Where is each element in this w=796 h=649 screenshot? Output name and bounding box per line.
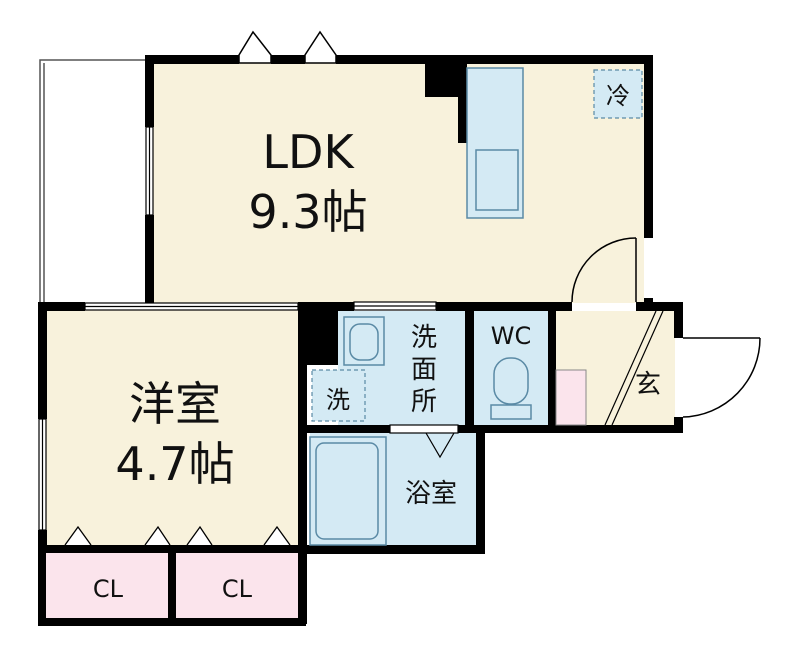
bathtub [309,436,387,546]
wc-floor [474,311,548,425]
bath-name: 浴室 [405,479,457,509]
entrance-door [682,337,761,418]
washer-space: 洗 [311,369,366,422]
western-room-name: 洋室 [129,377,221,431]
wc-name: WC [491,322,532,350]
bath-floor [310,433,476,545]
balcony-doors [238,30,337,64]
western-room-size: 4.7帖 [115,437,234,491]
windows [38,126,299,531]
entrance-name: 玄 [635,370,661,400]
ldk-size: 9.3帖 [248,185,367,239]
walls [38,55,683,626]
washroom-door [353,301,437,311]
kitchen-counter [466,67,524,219]
shoe-box [555,369,587,426]
ldk-door [571,237,637,303]
closet-left-name: CL [93,575,124,603]
washbasin [343,316,385,366]
washroom-name-2: 面 [411,355,437,385]
washroom-name-3: 所 [411,387,437,417]
washroom-name-1: 洗 [411,323,437,353]
fridge-label: 冷 [606,82,630,110]
bath-door [389,424,459,459]
closets [46,553,298,618]
ldk-name: LDK [262,125,355,179]
closet-right-name: CL [222,575,253,603]
closet-doors [64,525,291,546]
ldk-floor [153,63,644,303]
fridge-space: 冷 [593,69,643,119]
balcony-outline [39,59,153,303]
washer-label: 洗 [326,386,350,414]
western-room-floor [46,309,300,551]
entrance-step [604,310,664,426]
toilet [490,357,532,420]
